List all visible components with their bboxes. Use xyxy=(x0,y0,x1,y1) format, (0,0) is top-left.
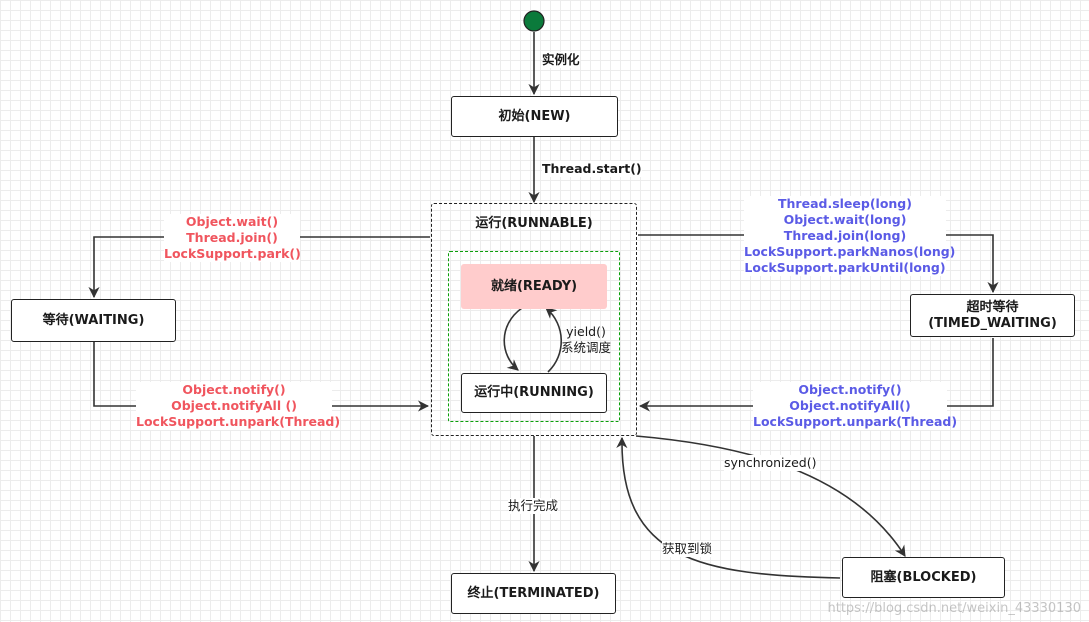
state-new[interactable]: 初始(NEW) xyxy=(451,96,618,137)
label-yield-1: yield() xyxy=(566,324,606,339)
label-from-timed-waiting-3: LockSupport.unpark(Thread) xyxy=(753,414,958,429)
arrow-to-waiting xyxy=(88,236,430,299)
state-timed-waiting-label-2: (TIMED_WAITING) xyxy=(928,315,1057,331)
label-from-waiting-2: Object.notifyAll () xyxy=(171,398,297,413)
label-yield-2: 系统调度 xyxy=(561,340,612,355)
arrow-ready-to-running xyxy=(503,307,523,371)
runnable-inner-group xyxy=(448,251,620,422)
label-from-waiting-3: LockSupport.unpark(Thread) xyxy=(136,414,341,429)
label-to-timed-waiting: Thread.sleep(long) Object.wait(long) Thr… xyxy=(744,196,956,276)
arrow-running-to-ready xyxy=(545,307,563,373)
state-blocked[interactable]: 阻塞(BLOCKED) xyxy=(842,557,1005,598)
state-timed-waiting[interactable]: 超时等待 (TIMED_WAITING) xyxy=(910,294,1075,337)
label-to-timed-waiting-3: Thread.join(long) xyxy=(783,228,907,243)
label-to-waiting-3: LockSupport.park() xyxy=(164,246,301,261)
label-acquire-lock: 获取到锁 xyxy=(662,541,713,557)
state-timed-waiting-label-1: 超时等待 xyxy=(966,299,1019,315)
label-to-waiting: Object.wait() Thread.join() LockSupport.… xyxy=(164,214,301,262)
label-start: Thread.start() xyxy=(542,161,642,177)
state-waiting[interactable]: 等待(WAITING) xyxy=(11,299,176,342)
label-to-waiting-2: Thread.join() xyxy=(186,230,278,245)
label-finish: 执行完成 xyxy=(508,498,559,514)
label-from-waiting: Object.notify() Object.notifyAll () Lock… xyxy=(136,382,341,430)
state-runnable-label: 运行(RUNNABLE) xyxy=(475,216,593,231)
state-ready-label: 就绪(READY) xyxy=(490,278,578,294)
state-ready[interactable]: 就绪(READY) xyxy=(461,264,607,309)
watermark: https://blog.csdn.net/weixin_43330130 xyxy=(827,601,1081,616)
label-to-timed-waiting-1: Thread.sleep(long) xyxy=(778,196,912,211)
state-new-label: 初始(NEW) xyxy=(498,108,571,124)
state-waiting-label: 等待(WAITING) xyxy=(42,312,145,328)
label-yield: yield() 系统调度 xyxy=(561,324,611,356)
label-from-timed-waiting-1: Object.notify() xyxy=(798,382,902,397)
state-terminated-label: 终止(TERMINATED) xyxy=(467,585,600,601)
state-runnable[interactable]: 运行(RUNNABLE) xyxy=(431,203,637,436)
label-from-waiting-1: Object.notify() xyxy=(182,382,286,397)
state-terminated[interactable]: 终止(TERMINATED) xyxy=(451,573,616,614)
arrow-synchronized xyxy=(635,435,906,557)
label-instantiate: 实例化 xyxy=(542,52,580,68)
label-to-timed-waiting-2: Object.wait(long) xyxy=(783,212,907,227)
label-from-timed-waiting-2: Object.notifyAll() xyxy=(789,398,911,413)
label-synchronized: synchronized() xyxy=(724,455,817,471)
label-to-waiting-1: Object.wait() xyxy=(185,214,279,229)
state-running[interactable]: 运行中(RUNNING) xyxy=(461,373,607,413)
state-running-label: 运行中(RUNNING) xyxy=(474,385,594,400)
label-to-timed-waiting-4: LockSupport.parkNanos(long) xyxy=(744,244,956,259)
start-node xyxy=(523,10,545,32)
state-blocked-label: 阻塞(BLOCKED) xyxy=(870,569,977,585)
label-from-timed-waiting: Object.notify() Object.notifyAll() LockS… xyxy=(753,382,958,430)
label-to-timed-waiting-5: LockSupport.parkUntil(long) xyxy=(744,260,946,275)
